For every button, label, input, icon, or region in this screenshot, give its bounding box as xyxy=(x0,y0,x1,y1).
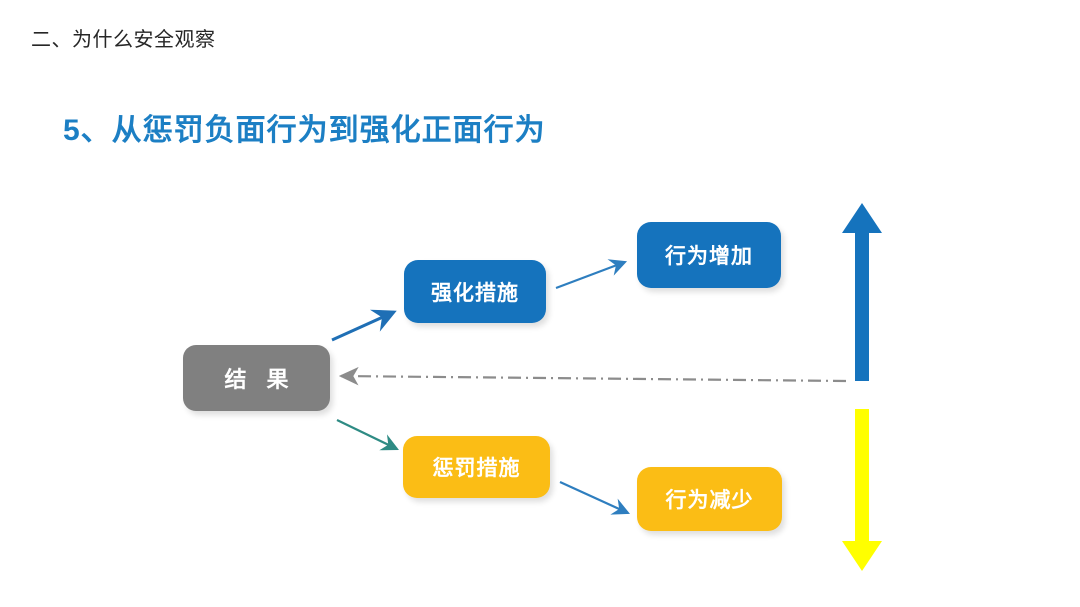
node-punish[interactable]: 惩罚措施 xyxy=(403,436,550,498)
section-label: 二、为什么安全观察 xyxy=(31,29,216,51)
node-behavior-decrease[interactable]: 行为减少 xyxy=(637,467,782,531)
connector-result-to-punish xyxy=(336,419,399,451)
node-reinforce[interactable]: 强化措施 xyxy=(404,260,546,323)
connector-feedback-loop xyxy=(338,366,847,386)
page-title: 5、从惩罚负面行为到强化正面行为 xyxy=(63,114,546,147)
connector-result-to-reinforce xyxy=(331,309,397,342)
node-behavior-increase[interactable]: 行为增加 xyxy=(637,222,781,288)
connector-punish-to-decrease xyxy=(559,480,631,515)
behavior-decrease-indicator-arrow xyxy=(842,409,882,571)
behavior-increase-indicator-arrow xyxy=(842,203,882,381)
node-result[interactable]: 结 果 xyxy=(183,345,330,411)
connector-reinforce-to-increase xyxy=(555,259,628,290)
